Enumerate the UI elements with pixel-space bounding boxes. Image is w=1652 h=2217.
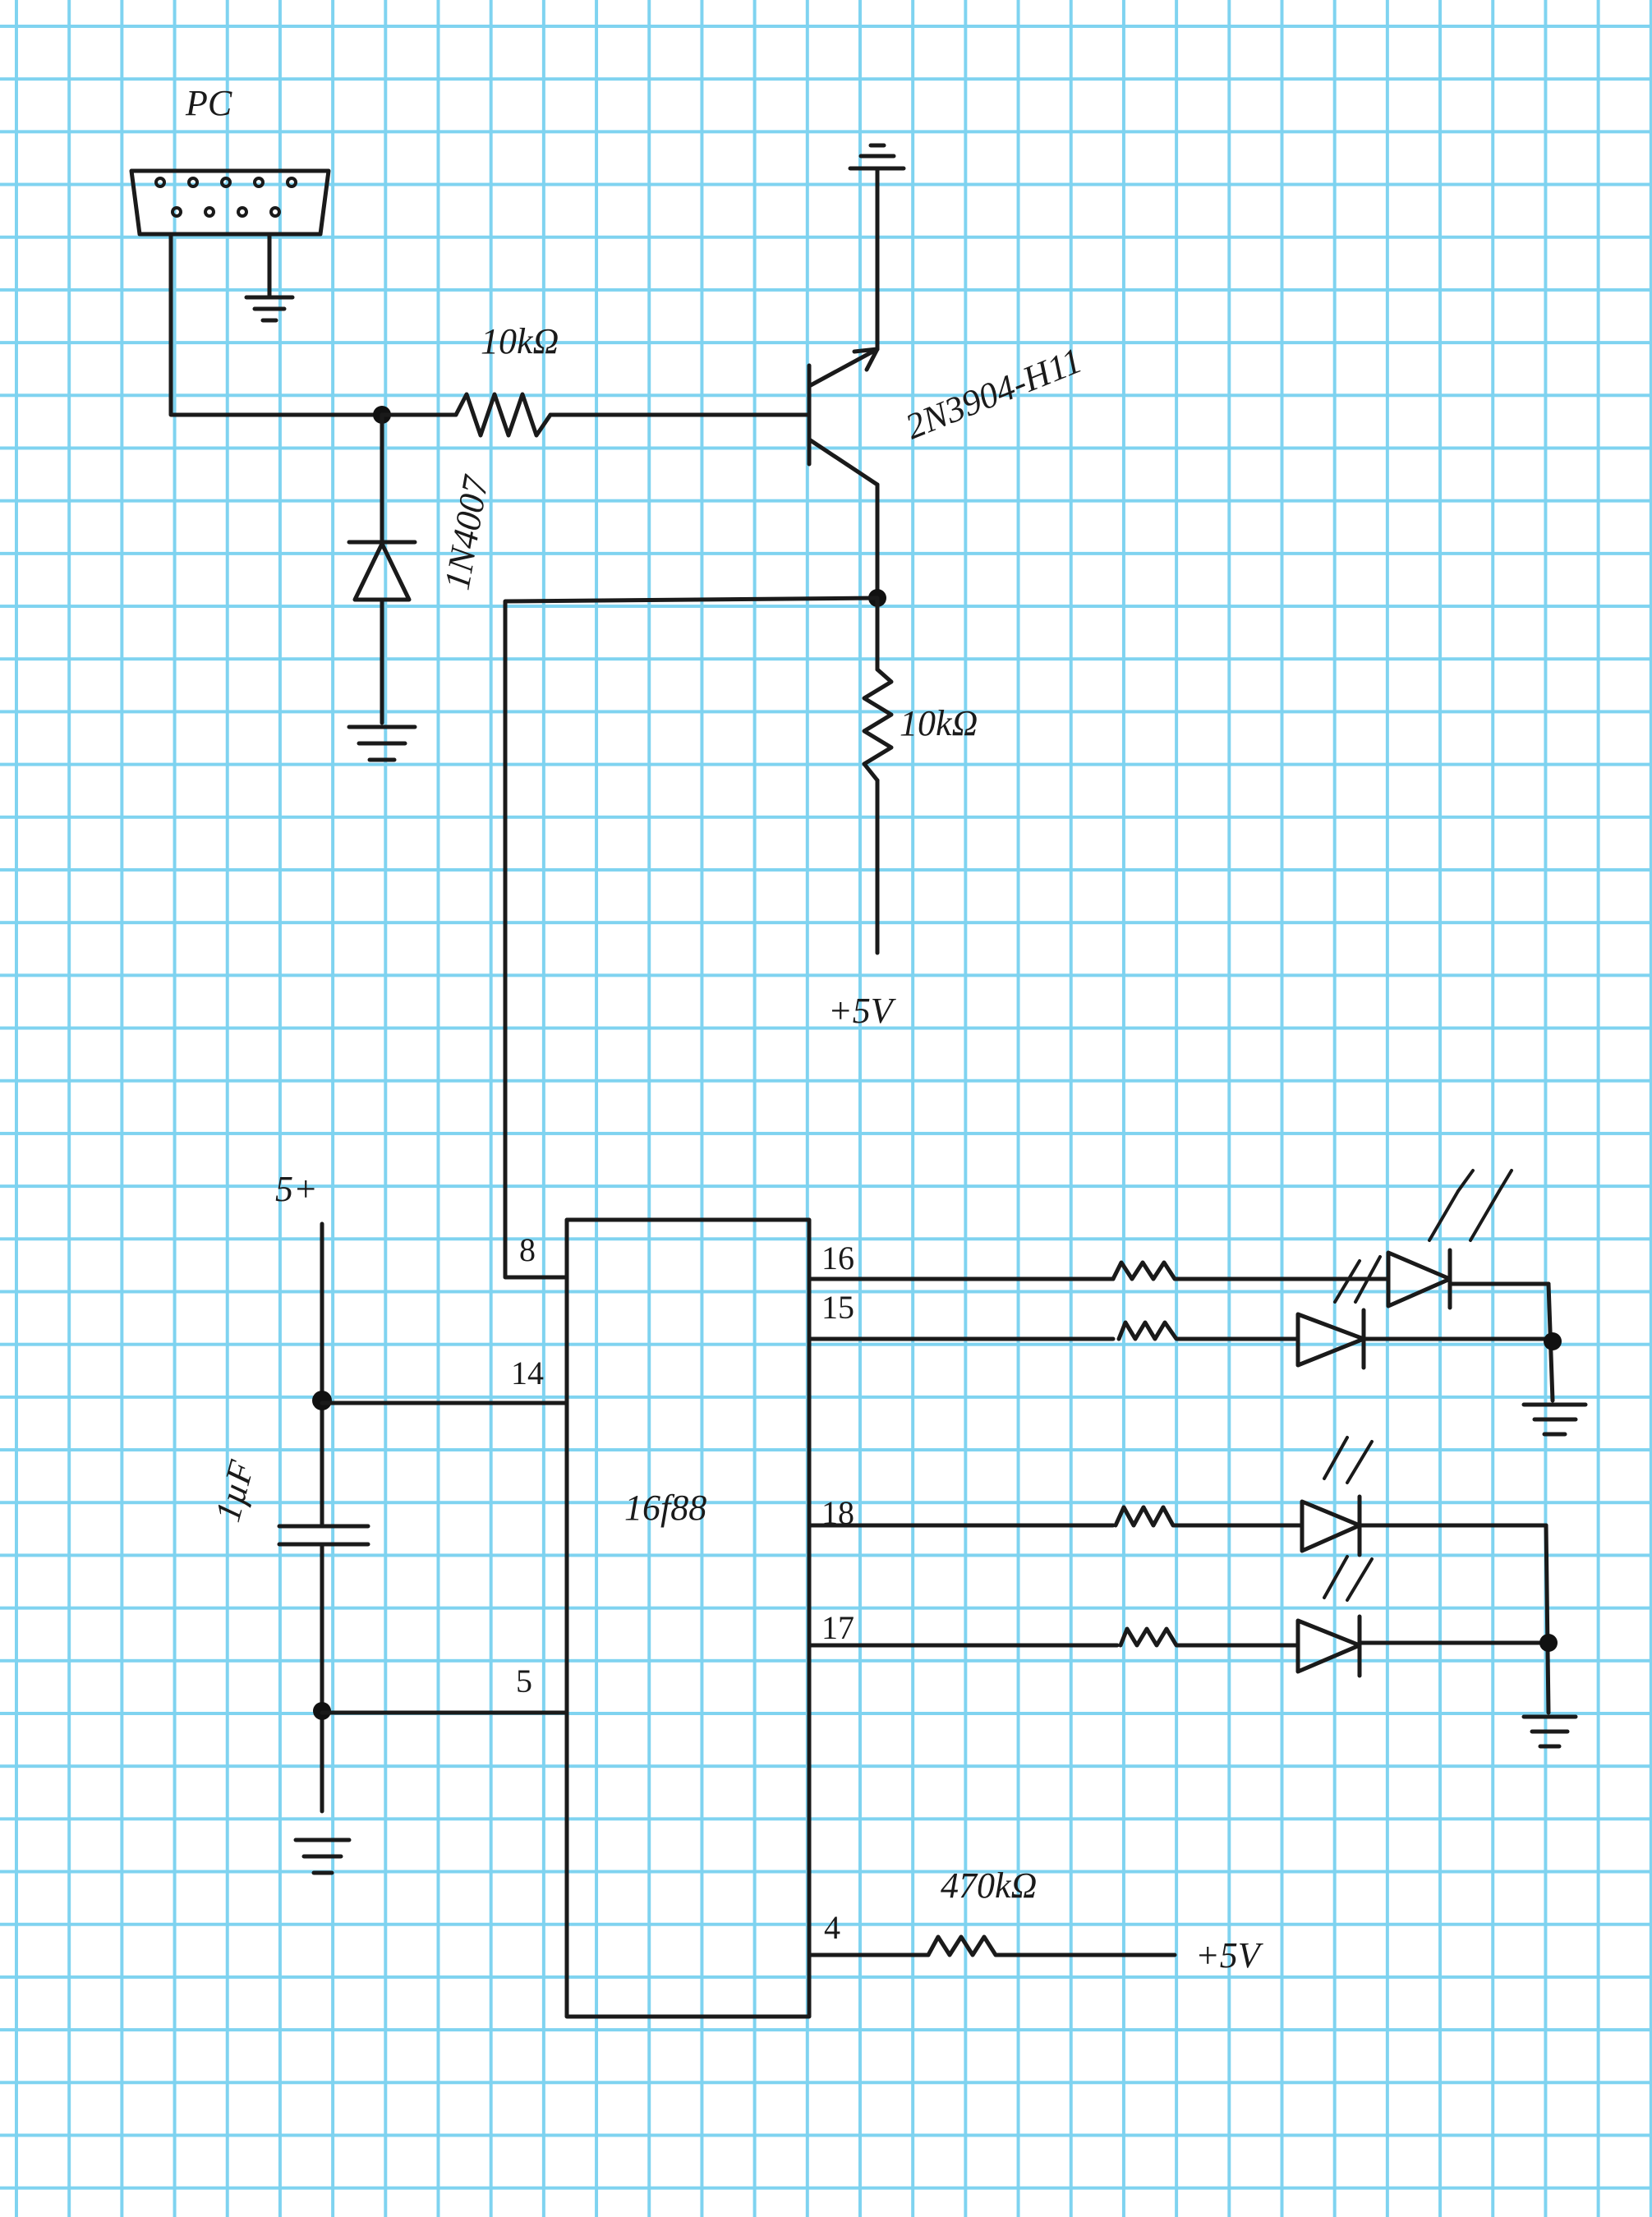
label-transistor: 2N3904-H11 xyxy=(900,340,1087,447)
chip-16f88 xyxy=(564,1217,812,2019)
ground-symbol-right-top xyxy=(1521,1402,1588,1437)
transistor-2n3904 xyxy=(807,166,880,594)
led-channel-pin18 xyxy=(807,1436,1548,1557)
capacitor-1uf xyxy=(277,1221,370,1814)
resistor-pullup xyxy=(862,596,894,955)
label-vcc-bottom: +5V xyxy=(1195,1935,1264,1976)
label-supply-left: 5+ xyxy=(275,1169,318,1209)
ground-symbol-diode xyxy=(347,724,417,762)
led-channel-pin16 xyxy=(807,1169,1551,1310)
diode-1n4007 xyxy=(347,412,417,725)
label-r-pullup: 10kΩ xyxy=(900,703,978,743)
wire-rx-to-pin8 xyxy=(503,596,880,1280)
led-channel-pin15 xyxy=(807,1255,1555,1370)
resistor-base xyxy=(380,392,812,438)
resistor-mclr xyxy=(807,1934,1177,1957)
junction-dot xyxy=(312,1391,332,1410)
wire-tx xyxy=(168,232,384,417)
pin-15-label: 15 xyxy=(821,1289,854,1326)
label-vcc-top: +5V xyxy=(828,991,897,1031)
pin-8-label: 8 xyxy=(519,1231,536,1268)
pin-5-label: 5 xyxy=(516,1663,532,1700)
wire-ground-bus-bottom xyxy=(1544,1523,1551,1715)
pc-label: PC xyxy=(185,83,232,123)
pin-14-label: 14 xyxy=(511,1355,544,1391)
label-chip: 16f88 xyxy=(624,1488,706,1528)
junction-dot xyxy=(1544,1332,1562,1350)
db9-connector xyxy=(129,168,331,237)
pin-4-label: 4 xyxy=(824,1909,840,1946)
ground-symbol-emitter xyxy=(848,143,906,171)
junction-dot xyxy=(1539,1634,1558,1652)
pin-17-label: 17 xyxy=(821,1609,854,1646)
label-r-mclr: 470kΩ xyxy=(941,1865,1037,1906)
led-channel-pin17 xyxy=(807,1555,1551,1678)
label-diode: 1N4007 xyxy=(437,471,497,593)
label-cap: 1µF xyxy=(207,1456,262,1525)
ground-symbol-right-bottom xyxy=(1521,1714,1578,1749)
ground-symbol-connector xyxy=(244,232,295,323)
ground-symbol-left xyxy=(293,1838,352,1875)
pin-16-label: 16 xyxy=(821,1240,854,1276)
label-r-base: 10kΩ xyxy=(481,321,559,361)
